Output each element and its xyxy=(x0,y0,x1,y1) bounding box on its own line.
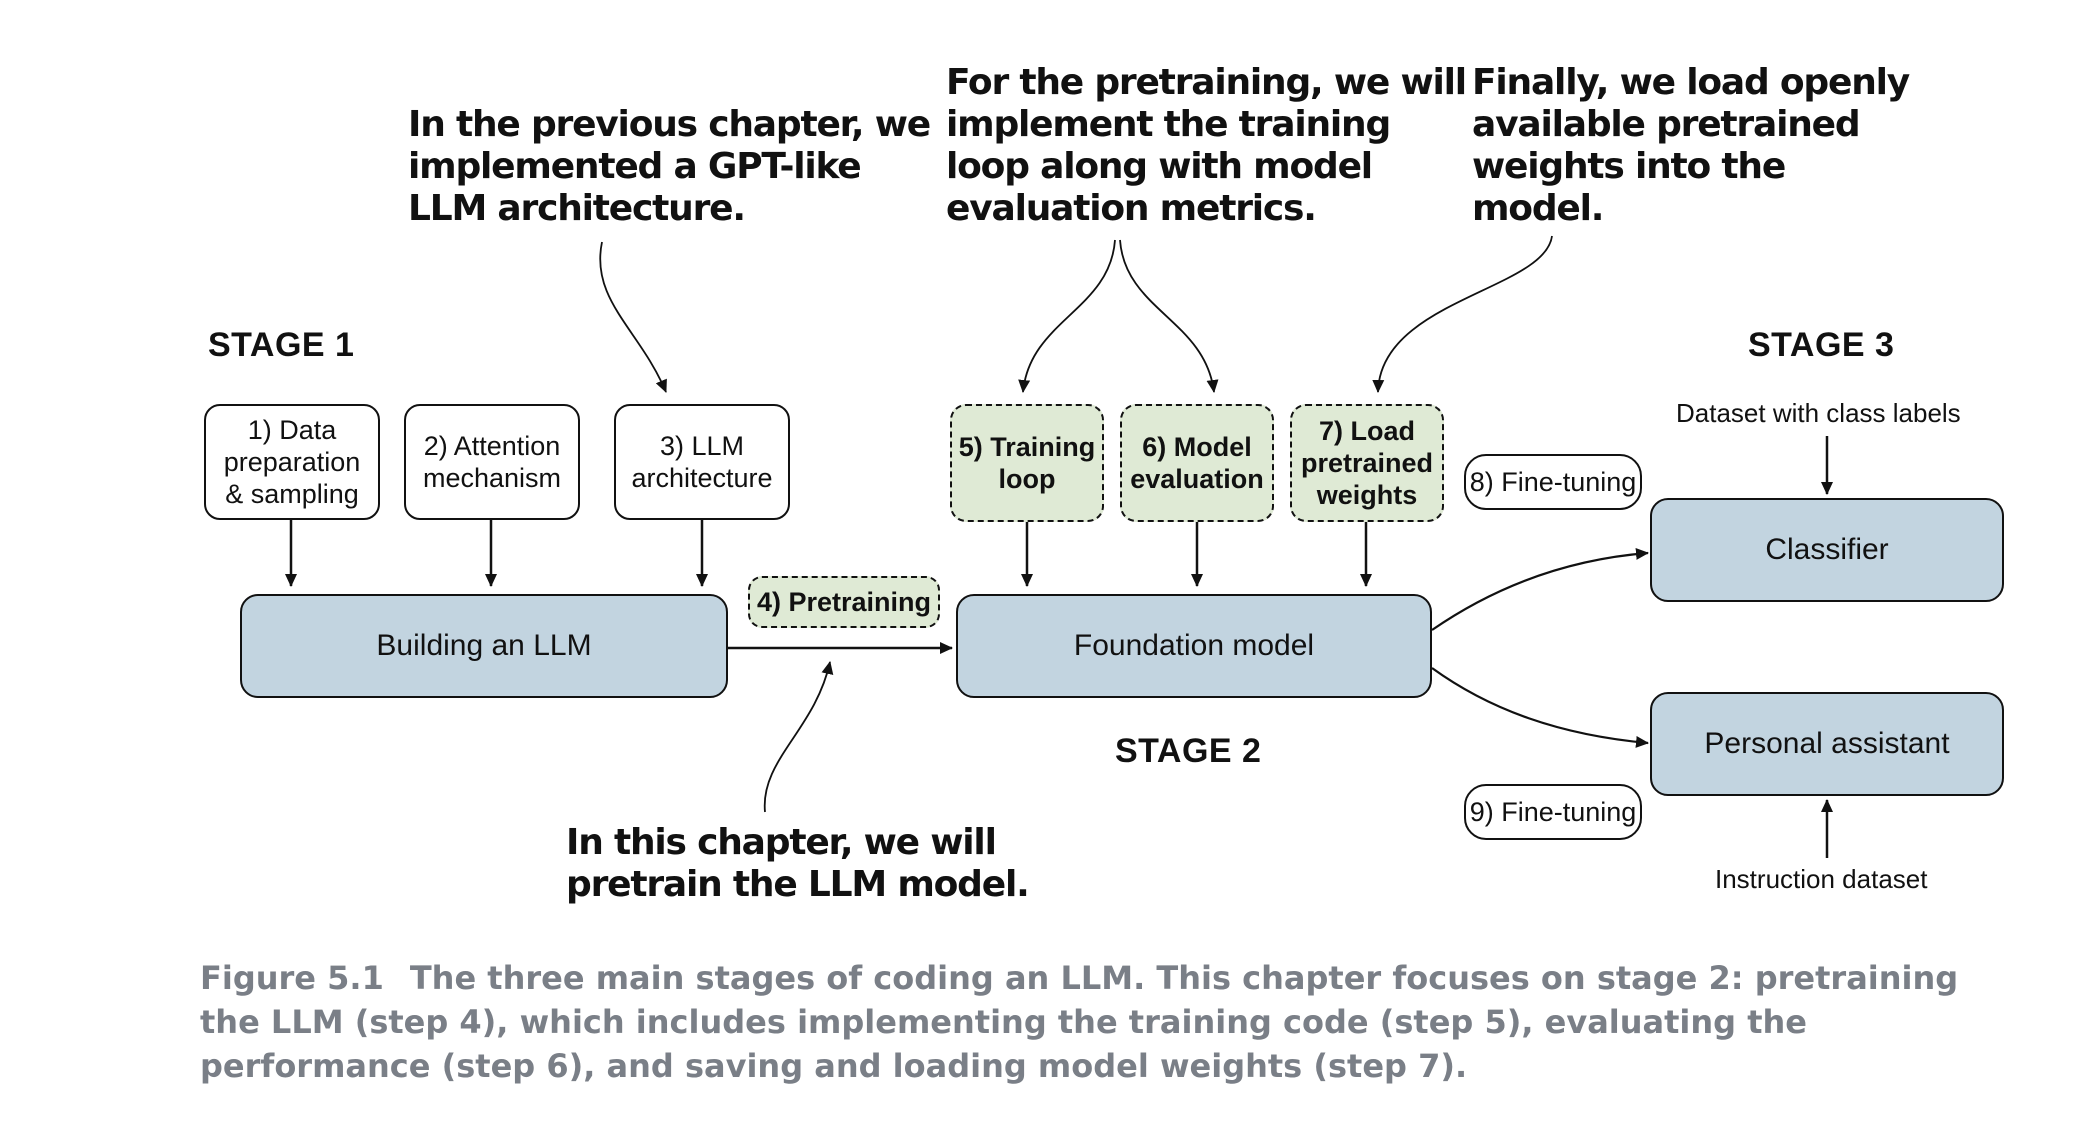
building-an-llm-box: Building an LLM xyxy=(240,594,728,698)
stage-3-label: STAGE 3 xyxy=(1748,326,1895,364)
step-8-fine-tuning: 8) Fine-tuning xyxy=(1464,454,1642,510)
arrow-foundation-to-assistant xyxy=(1431,667,1649,748)
note-pretraining: For the pretraining, we will implement t… xyxy=(946,62,1467,229)
personal-assistant-box: Personal assistant xyxy=(1650,692,2004,796)
note-this-chapter: In this chapter, we will pretrain the LL… xyxy=(566,822,1030,905)
note-finally: Finally, we load openly available pretra… xyxy=(1472,62,1910,229)
arrow-note-pretraining-to-step6 xyxy=(1119,239,1219,393)
step-9-fine-tuning: 9) Fine-tuning xyxy=(1464,784,1642,840)
arrow-note-previous-to-step3 xyxy=(599,241,667,393)
step-6-model-evaluation: 6) Model evaluation xyxy=(1120,404,1274,522)
step-1-data-preparation: 1) Data preparation & sampling xyxy=(204,404,380,520)
foundation-model-box: Foundation model xyxy=(956,594,1432,698)
arrow-note-thischapter-to-pretraining xyxy=(763,661,834,813)
note-previous-chapter: In the previous chapter, we implemented … xyxy=(408,104,931,229)
arrow-note-finally-to-step7 xyxy=(1372,235,1553,393)
step-5-training-loop: 5) Training loop xyxy=(950,404,1104,522)
stage-2-label: STAGE 2 xyxy=(1115,732,1262,770)
step-4-pretraining: 4) Pretraining xyxy=(748,576,940,628)
step-2-attention: 2) Attention mechanism xyxy=(404,404,580,520)
arrow-foundation-to-classifier xyxy=(1431,547,1649,631)
arrow-note-pretraining-to-step5 xyxy=(1018,239,1116,393)
instruction-dataset: Instruction dataset xyxy=(1715,864,1928,894)
figure-number: Figure 5.1 xyxy=(200,959,384,997)
dataset-class-labels: Dataset with class labels xyxy=(1676,398,1961,428)
step-3-llm-architecture: 3) LLM architecture xyxy=(614,404,790,520)
step-7-load-pretrained-weights: 7) Load pretrained weights xyxy=(1290,404,1444,522)
stage-1-label: STAGE 1 xyxy=(208,326,355,364)
classifier-box: Classifier xyxy=(1650,498,2004,602)
figure-caption-text: The three main stages of coding an LLM. … xyxy=(200,959,1959,1085)
